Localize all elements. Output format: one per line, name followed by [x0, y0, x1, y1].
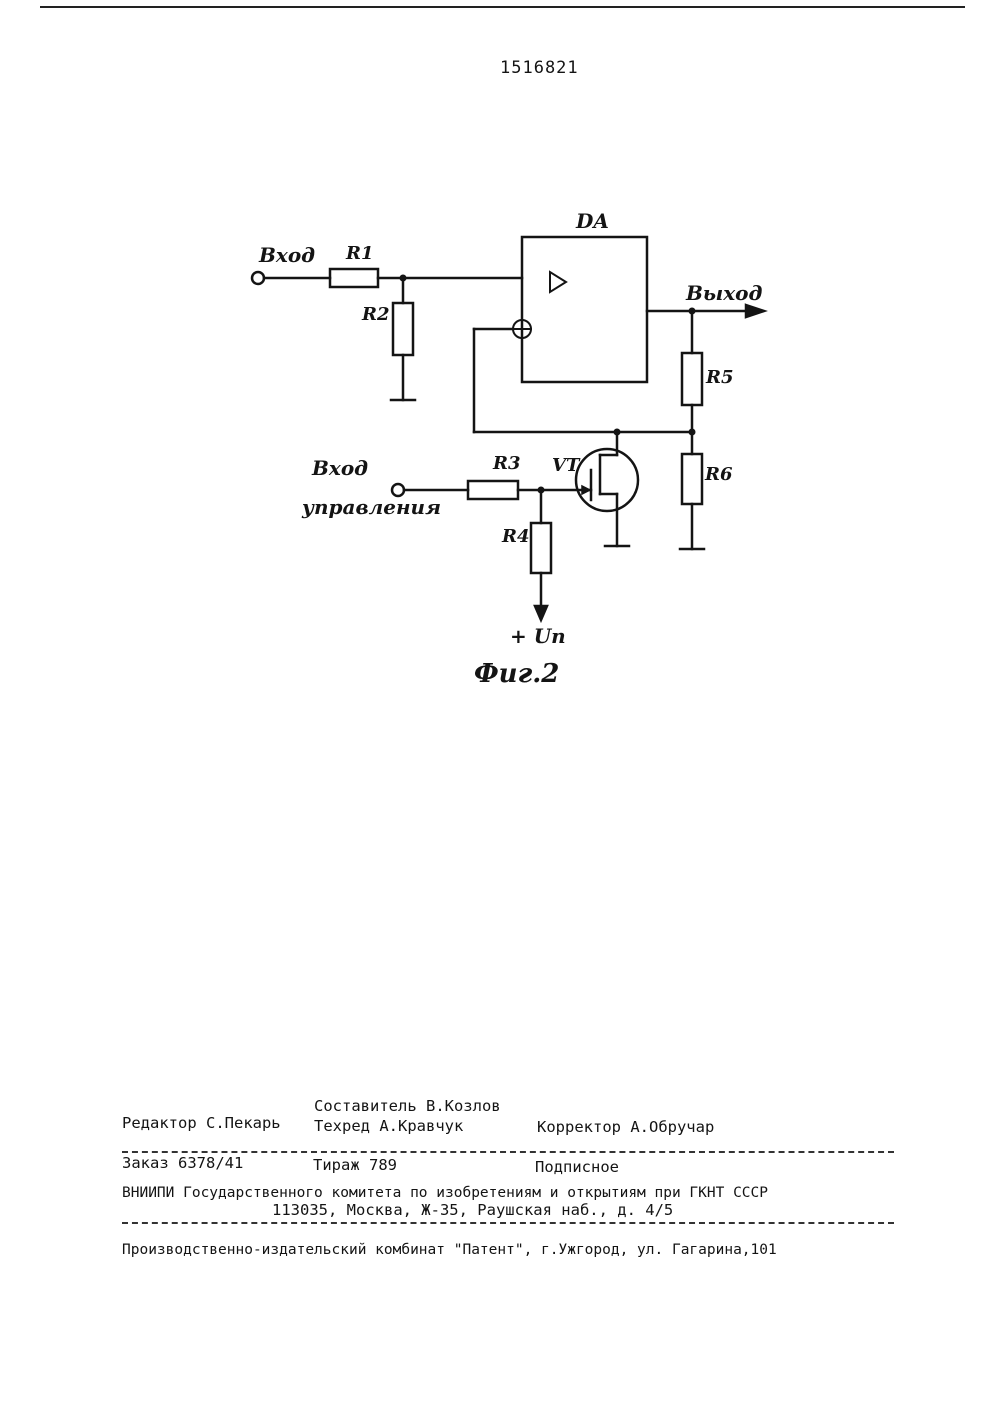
- label-output: Выход: [685, 281, 763, 305]
- imprint-corrector: Корректор А.Обручар: [537, 1120, 714, 1136]
- label-r2: R2: [361, 304, 389, 325]
- imprint-publisher: Производственно-издательский комбинат "П…: [122, 1243, 777, 1258]
- circuit-diagram: Вход R1 R2 DA Выход R5 R6 Вход управлени…: [0, 0, 1000, 720]
- imprint-compiler: Составитель В.Козлов: [314, 1099, 501, 1115]
- resistor-r1: [330, 269, 378, 287]
- imprint-editor: Редактор С.Пекарь: [122, 1116, 281, 1132]
- output-arrow-icon: [746, 305, 764, 317]
- transistor-vt: [576, 449, 638, 511]
- label-supply: + Uп: [510, 624, 566, 648]
- label-r3: R3: [492, 453, 520, 474]
- resistor-r2: [393, 303, 413, 355]
- dashed-rule-1: [122, 1151, 894, 1153]
- input-terminal: [252, 272, 264, 284]
- resistor-r3: [468, 481, 518, 499]
- label-da: DA: [575, 209, 609, 233]
- gate-arrow-icon: [582, 486, 590, 494]
- dashed-rule-2: [122, 1222, 894, 1224]
- label-r4: R4: [501, 526, 529, 547]
- label-input: Вход: [258, 243, 315, 267]
- amplifier-triangle-icon: [550, 272, 566, 292]
- amplifier-da: [522, 237, 647, 382]
- resistor-r6: [682, 454, 702, 504]
- imprint-circulation: Тираж 789: [313, 1158, 397, 1174]
- label-control-input-2: управления: [301, 495, 441, 519]
- figure-caption: Фиг.2: [474, 659, 559, 689]
- imprint-institute: ВНИИПИ Государственного комитета по изоб…: [122, 1186, 768, 1201]
- label-r5: R5: [705, 367, 733, 388]
- resistor-r4: [531, 523, 551, 573]
- imprint-subscription: Подписное: [535, 1160, 619, 1176]
- supply-arrow-icon: [535, 606, 547, 620]
- label-vt: VT: [552, 455, 581, 476]
- imprint-address: 113035, Москва, Ж-35, Раушская наб., д. …: [272, 1203, 673, 1219]
- junction-dots: [400, 275, 696, 494]
- imprint-techred: Техред А.Кравчук: [314, 1119, 463, 1135]
- label-control-input-1: Вход: [311, 456, 368, 480]
- resistor-r5: [682, 353, 702, 405]
- label-r6: R6: [704, 464, 733, 485]
- imprint-order: Заказ 6378/41: [122, 1156, 243, 1172]
- label-r1: R1: [345, 243, 373, 264]
